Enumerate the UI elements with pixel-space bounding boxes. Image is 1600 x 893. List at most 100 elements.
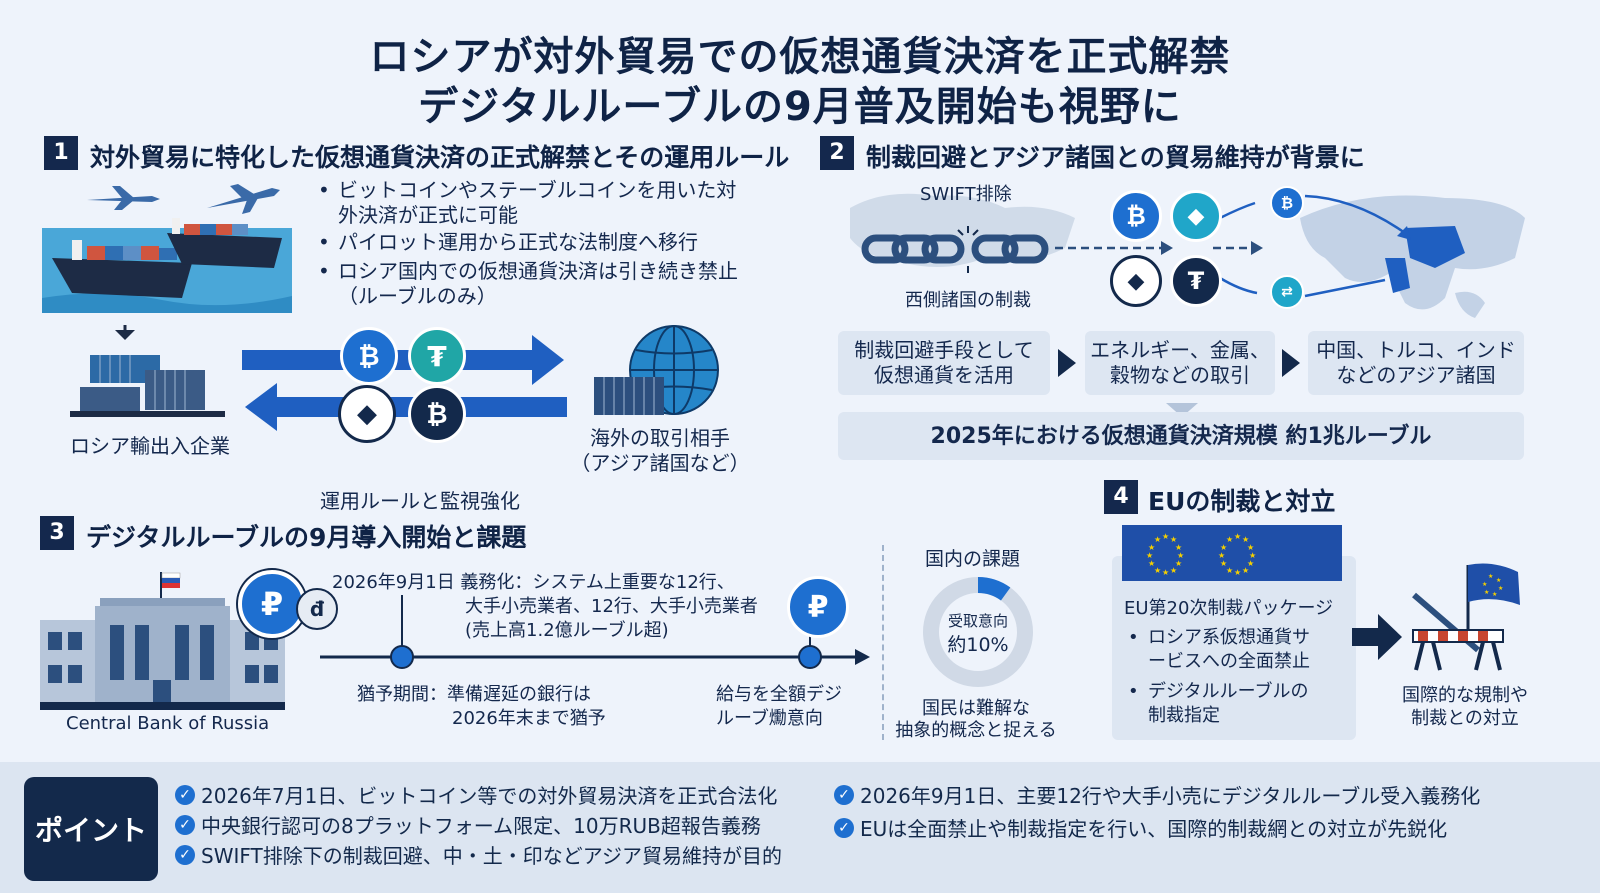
ethereum-icon: ◆ [338,385,396,443]
svg-text:★: ★ [1249,551,1256,560]
globe-icon [594,325,719,415]
overseas-partner-label: 海外の取引相手 [590,426,730,450]
timeline-mandate-1: 2026年9月1日 義務化：システム上重要な12行、 [332,572,735,593]
overseas-partner-sublabel: （アジア諸国など） [570,451,750,475]
timeline-mandate-2: 大手小売業者、12行、大手小売業者 [465,596,758,617]
svg-text:★: ★ [1148,543,1155,552]
domestic-issues-title: 国内の課題 [925,548,1021,570]
svg-text:★: ★ [1234,532,1241,541]
svg-text:★: ★ [1162,568,1169,577]
point-item-3: ✓SWIFT排除下の制裁回避、中・土・印などアジア貿易維持が目的 [175,840,782,869]
check-icon: ✓ [175,844,195,865]
svg-text:★: ★ [1154,566,1161,575]
section4-title: EUの制裁と対立 [1148,487,1336,516]
flow-arrow-icon [1058,349,1076,377]
svg-text:★: ★ [1146,551,1153,560]
bullet-item: パイロット運用から正式な法制度へ移行 [314,230,784,255]
broken-chain-icon [861,234,1049,264]
svg-text:★: ★ [1247,543,1254,552]
grace-period-2: 2026年末まで猶予 [452,708,606,729]
eu-package-label: EU第20次制裁パッケージ [1124,598,1334,619]
section1-number: 1 [44,136,78,170]
page-title-line1: ロシアが対外貿易での仮想通貨決済を正式解禁 [369,34,1231,80]
flow-box-3: 中国、トルコ、インドなどのアジア諸国 [1308,331,1524,395]
point-item-2: ✓中央銀行認可の8プラットフォーム限定、10万RUB超報告義務 [175,810,761,839]
point-item-4: ✓2026年9月1日、主要12行や大手小売にデジタルルーブル受入義務化 [834,780,1480,809]
russia-companies-label: ロシア輸出入企業 [70,434,230,458]
bank-building-icon [40,572,285,710]
section2-number: 2 [820,136,854,170]
svg-text:★: ★ [1482,581,1487,588]
divider [882,545,884,740]
ruble-icon: ₽ [787,576,849,638]
grace-period-1: 猶予期間：準備遅延の銀行は [357,684,591,705]
svg-text:★: ★ [1170,535,1177,544]
points-badge: ポイント [24,777,158,881]
svg-text:★: ★ [1242,535,1249,544]
central-bank-label: Central Bank of Russia [66,713,270,734]
svg-text:★: ★ [1242,566,1249,575]
svg-text:★: ★ [1234,568,1241,577]
western-sanctions-label: 西側諸国の制裁 [905,290,1031,311]
section3-title: デジタルルーブルの9月導入開始と課題 [86,523,527,552]
public-perception-1: 国民は難解な [922,698,1030,719]
check-icon: ✓ [834,817,854,838]
bitcoin-icon: ₿ [1270,186,1304,220]
public-perception-2: 抽象的概念と捉える [895,720,1057,741]
tether-icon: ₮ [408,327,466,385]
barrier-icon: ★★★★★★ [1412,563,1520,671]
svg-text:★: ★ [1154,535,1161,544]
svg-text:★: ★ [1162,532,1169,541]
page-title-line2: デジタルルーブルの9月普及開始も視野に [418,84,1182,130]
trade-arrows [242,335,567,431]
svg-text:★: ★ [1226,535,1233,544]
svg-text:★: ★ [1148,559,1155,568]
bullet-item: ロシア国内での仮想通貨決済は引き続き禁止（ルーブルのみ） [314,259,784,309]
section2-title: 制裁回避とアジア諸国との貿易維持が背景に [866,143,1365,172]
wage-intent-1: 給与を全額デジ [716,684,842,705]
section3-number: 3 [40,516,74,550]
eu-flag-icon: ★★★★ ★★★★ ★★★★ ★★★★ ★★★★ ★★★★ [1122,525,1342,581]
bitcoin-icon: ₿ [340,327,398,385]
cargo-ship-icon [42,184,292,313]
flow-box-1: 制裁回避手段として仮想通貨を活用 [838,331,1050,395]
section4-number: 4 [1104,480,1138,514]
bitcoin-icon: ₿ [408,385,466,443]
tether-icon: ₮ [1170,255,1222,307]
crypto-scale-box: 2025年における仮想通貨決済規模 約1兆ルーブル [838,412,1524,460]
section1-title: 対外貿易に特化した仮想通貨決済の正式解禁とその運用ルール [90,143,790,172]
svg-text:★: ★ [1496,577,1501,584]
world-map-icon [850,193,1525,318]
svg-text:★: ★ [1175,543,1182,552]
ethereum-icon: ◆ [1110,255,1162,307]
svg-text:★: ★ [1220,559,1227,568]
svg-text:★: ★ [1177,551,1184,560]
airplane-icon [87,186,160,210]
check-icon: ✓ [175,784,195,805]
check-icon: ✓ [834,784,854,805]
monitoring-label: 運用ルールと監視強化 [320,489,520,513]
svg-text:★: ★ [1226,566,1233,575]
svg-text:★: ★ [1220,543,1227,552]
svg-text:★: ★ [1498,585,1503,592]
conflict-label-1: 国際的な規制や [1402,685,1528,706]
point-item-5: ✓EUは全面禁止や制裁指定を行い、国際的制裁網との対立が先鋭化 [834,813,1447,842]
svg-text:★: ★ [1492,591,1497,598]
points-bar [0,762,1600,893]
svg-text:★: ★ [1484,589,1489,596]
svg-text:★: ★ [1170,566,1177,575]
crypto-icon: ⇄ [1270,275,1304,309]
svg-text:★: ★ [1175,559,1182,568]
check-icon: ✓ [175,814,195,835]
donut-label-2: 約10% [947,634,1009,656]
right-arrow-icon [1352,614,1402,660]
svg-text:★: ★ [1218,551,1225,560]
svg-text:★: ★ [1247,559,1254,568]
svg-text:★: ★ [1488,573,1493,580]
flow-arrow-icon [1282,349,1300,377]
swift-exclusion-label: SWIFT排除 [920,184,1012,205]
point-item-1: ✓2026年7月1日、ビットコイン等での対外貿易決済を正式合法化 [175,780,777,809]
